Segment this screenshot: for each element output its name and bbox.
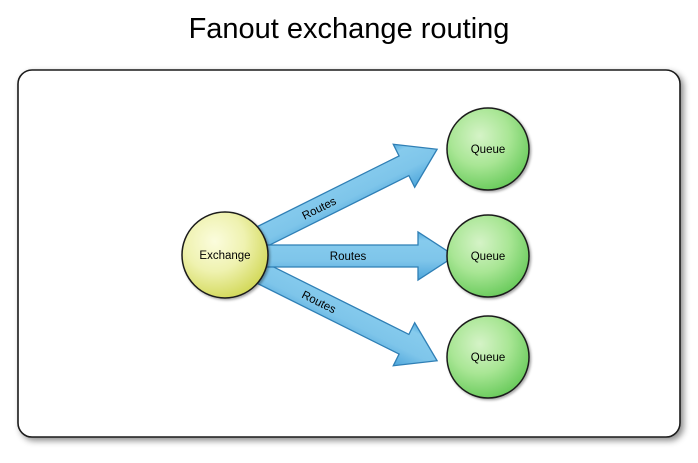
queue-top-label: Queue	[471, 144, 506, 156]
node-exchange[interactable]: Exchange	[181, 211, 269, 299]
exchange-label: Exchange	[199, 250, 250, 262]
exchange-circle	[181, 211, 269, 299]
queue-middle-label: Queue	[471, 251, 506, 263]
edge-label-middle: Routes	[330, 251, 367, 263]
queue-bottom-circle	[446, 315, 530, 399]
node-queue-bottom[interactable]: Queue	[446, 315, 530, 399]
queue-top-circle	[446, 107, 530, 191]
node-queue-middle[interactable]: Queue	[446, 214, 530, 298]
queue-middle-circle	[446, 214, 530, 298]
queue-bottom-label: Queue	[471, 352, 506, 364]
node-queue-top[interactable]: Queue	[446, 107, 530, 191]
page-title: Fanout exchange routing	[188, 13, 510, 45]
